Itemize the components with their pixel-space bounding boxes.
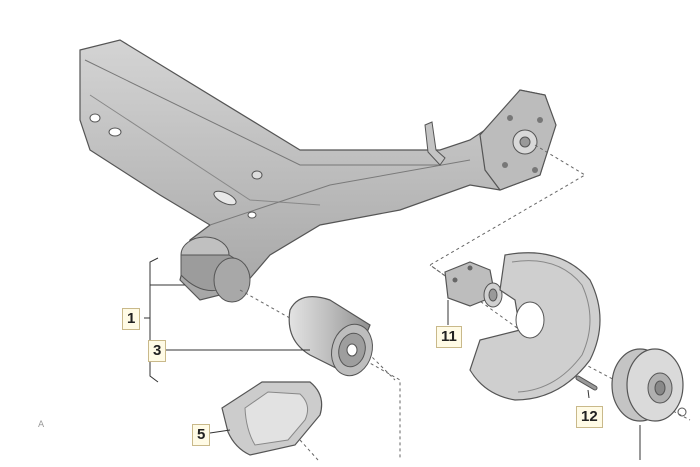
bolt — [575, 375, 598, 391]
leader-lines — [144, 257, 641, 460]
part-label-5: 5 — [192, 424, 211, 446]
wheel-hub — [611, 348, 687, 422]
corner-mark: A — [38, 420, 45, 430]
cover-plate — [221, 381, 323, 456]
part-label-11: 11 — [436, 326, 462, 348]
part-label-3: 3 — [148, 340, 167, 362]
part-label-1: 1 — [122, 308, 141, 330]
stub-axle — [444, 261, 503, 308]
axle-beam — [79, 39, 557, 303]
part-label-12: 12 — [576, 406, 603, 428]
dust-shield — [469, 252, 601, 401]
rubber-bush — [288, 296, 373, 377]
